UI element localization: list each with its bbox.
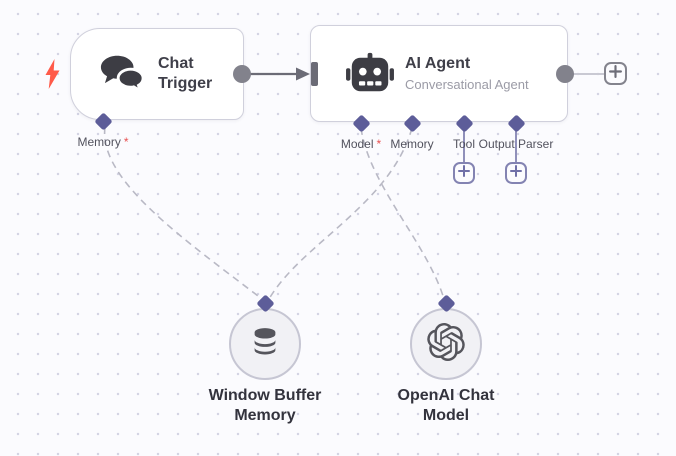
node-ai-agent[interactable]: AI Agent Conversational Agent: [310, 25, 568, 122]
plus-icon: [510, 164, 522, 182]
chat-trigger-output-endpoint[interactable]: [233, 65, 251, 83]
required-marker: *: [376, 137, 382, 151]
connection-agent-memory-to-window-buffer[interactable]: [268, 127, 413, 300]
node-openai-chat-model[interactable]: [410, 308, 482, 380]
chat-bubbles-icon: [97, 51, 147, 97]
ai-agent-input-endpoint[interactable]: [311, 62, 318, 86]
node-chat-trigger[interactable]: Chat Trigger: [70, 28, 244, 120]
add-output-parser-button[interactable]: [505, 162, 527, 184]
plus-icon: [458, 164, 470, 182]
node-title: AI Agent: [405, 55, 471, 72]
connection-memory-to-window-buffer[interactable]: [103, 126, 263, 300]
port-label-model: Model*: [340, 137, 382, 151]
lightning-bolt-icon: [45, 59, 60, 94]
port-label-memory: Memory: [390, 137, 434, 151]
node-title: Chat Trigger: [158, 55, 213, 92]
robot-icon: [345, 51, 395, 97]
add-tool-button[interactable]: [453, 162, 475, 184]
node-subtitle: Conversational Agent: [405, 77, 529, 92]
node-window-buffer-memory[interactable]: [229, 308, 301, 380]
connection-arrowhead-icon: [296, 67, 310, 81]
database-icon: [247, 322, 283, 367]
add-node-button[interactable]: [604, 62, 627, 85]
node-label-window-buffer-memory: Window Buffer Memory: [208, 387, 322, 424]
port-label-output-parser: Output Parser: [478, 137, 554, 151]
node-label-openai-chat-model: OpenAI Chat Model: [397, 387, 495, 424]
required-marker: *: [123, 135, 129, 149]
port-label-tool: Tool: [452, 137, 476, 151]
connection-agent-model-to-openai[interactable]: [360, 127, 445, 300]
port-label-memory: Memory*: [77, 135, 129, 149]
openai-icon: [427, 322, 465, 366]
ai-agent-output-endpoint[interactable]: [556, 65, 574, 83]
plus-icon: [609, 64, 622, 83]
